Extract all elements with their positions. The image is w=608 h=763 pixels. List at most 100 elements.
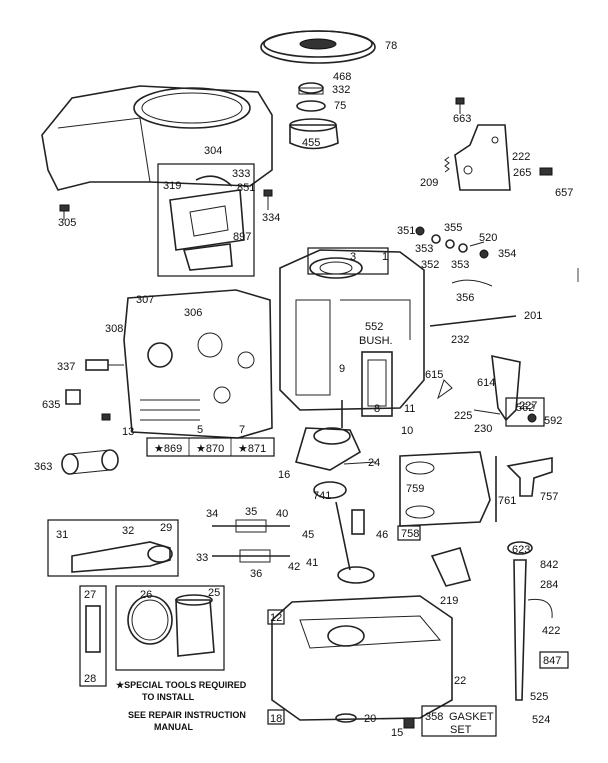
kit-box-row [146,437,275,457]
flywheel-nut [298,82,324,95]
callout-337: 337 [57,361,75,373]
callout-305: 305 [58,217,76,229]
callout-32: 32 [122,525,134,537]
callout-657: 657 [555,187,573,199]
crankshaft [294,400,377,471]
wrist-pin [85,605,101,653]
starter-cup [296,100,326,112]
wrist-pin-box [79,585,107,687]
armature-detail-box [157,163,255,277]
callout-758: 758 [401,528,419,540]
callout-1: 1 [382,251,388,263]
callout-25: 25 [208,587,220,599]
cylinder-block [279,249,425,411]
callout-319: 319 [163,180,181,192]
callout-455: 455 [302,137,320,149]
callout-5: 5 [197,424,203,436]
special-tools-line-2: TO INSTALL [142,692,195,702]
callout-635: 635 [42,399,60,411]
callout-10: 10 [401,425,413,437]
callout-34: 34 [206,508,218,520]
cylinder-head [123,289,273,439]
dipstick-tube [507,541,553,701]
repair-manual-line-2: MANUAL [154,722,193,732]
box-note-bush: BUSH. [359,335,393,347]
callout-40: 40 [276,508,288,520]
callout-7: 7 [239,424,245,436]
block-label-box [307,247,389,275]
arm-757 [506,457,553,497]
callout-20: 20 [364,713,376,725]
kit-871: ★871 [238,443,266,455]
piston [175,594,215,657]
bolt-305 [59,204,70,220]
callout-9: 9 [339,363,345,375]
callout-35: 35 [245,506,257,518]
callout-307: 307 [136,294,154,306]
sump-label-box-18 [267,709,285,725]
callout-15: 15 [391,727,403,739]
flywheel-clutch [289,118,339,150]
callout-615: 615 [425,369,443,381]
gasket-number: 358 [425,711,443,723]
piston-rings [127,595,173,645]
callout-265: 265 [513,167,531,179]
callout-3: 3 [350,251,356,263]
callout-42: 42 [288,561,300,573]
callout-363: 363 [34,461,52,473]
callout-13: 13 [122,426,134,438]
callout-759: 759 [406,483,424,495]
callout-284: 284 [540,579,558,591]
callout-761: 761 [498,495,516,507]
ignition-armature [169,175,245,271]
callout-232: 232 [451,334,469,346]
engine-sump [271,595,453,721]
callout-562: 562 [516,402,534,414]
callout-352: 352 [421,259,439,271]
rotating-screen [260,30,376,64]
callout-31: 31 [56,529,68,541]
callout-75: 75 [334,100,346,112]
callout-227: 227 [519,400,537,412]
callout-306: 306 [184,307,202,319]
throttle-link-201 [429,315,517,327]
callout-18: 18 [270,713,282,725]
callout-33: 33 [196,552,208,564]
bushing-363 [61,449,119,475]
callout-29: 29 [160,522,172,534]
callout-16: 16 [278,469,290,481]
callout-663: 663 [453,113,471,125]
gasket-set-box [421,705,497,737]
callout-45: 45 [302,529,314,541]
footnotes: ★SPECIAL TOOLS REQUIRED TO INSTALL SEE R… [116,680,247,732]
callout-741: 741 [313,490,331,502]
special-tools-line-1: ★SPECIAL TOOLS REQUIRED [116,680,247,690]
callout-26: 26 [140,589,152,601]
callout-36: 36 [250,568,262,580]
callout-11: 11 [404,403,415,415]
gasket-word: GASKET [449,711,494,723]
callout-222: 222 [512,151,530,163]
sump-label-box-12 [267,609,285,625]
governor-control-bracket [454,124,511,191]
kit-869: ★869 [154,443,182,455]
callout-897: 897 [233,231,251,243]
piston-box [115,585,225,671]
repair-manual-line-1: SEE REPAIR INSTRUCTION [128,710,246,720]
callout-12: 12 [270,612,282,624]
callout-355: 355 [444,222,462,234]
screw-663 [455,97,465,114]
callout-334: 334 [262,212,280,224]
valve-33 [212,549,290,563]
crankcase-cover-758 [399,451,491,527]
callout-201: 201 [524,310,542,322]
spark-plug-337 [85,359,124,371]
valve-34 [212,519,290,533]
oil-gasket-20 [335,713,357,723]
callout-78: 78 [385,40,397,52]
gear-741 [313,481,347,499]
callout-525: 525 [530,691,548,703]
connecting-rod-box [47,519,179,577]
callout-552: 552 [365,321,383,333]
bracket-227-box [505,397,545,427]
